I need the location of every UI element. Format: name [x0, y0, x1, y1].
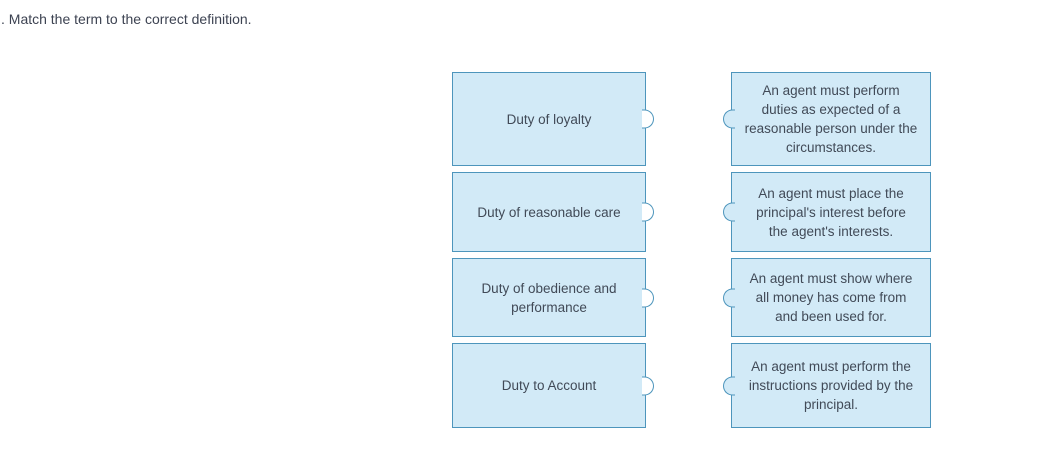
definition-card-1[interactable]: An agent must perform duties as expected…: [723, 72, 931, 166]
term-card-duty-to-account[interactable]: Duty to Account: [452, 343, 654, 428]
match-row: Duty of loyalty An agent must perform du…: [452, 72, 931, 166]
definition-text: An agent must perform duties as expected…: [744, 83, 918, 155]
connector-tab-out-icon: [642, 376, 654, 395]
term-card-duty-of-loyalty[interactable]: Duty of loyalty: [452, 72, 654, 166]
term-label: Duty of obedience and performance: [481, 280, 617, 315]
matching-exercise: Duty of loyalty An agent must perform du…: [452, 72, 931, 428]
term-card-duty-of-obedience-and-performance[interactable]: Duty of obedience and performance: [452, 258, 654, 337]
definition-card-2[interactable]: An agent must place the principal's inte…: [723, 172, 931, 252]
connector-tab-in-icon: [723, 288, 735, 307]
term-label: Duty to Account: [501, 378, 597, 393]
definition-text: An agent must perform the instructions p…: [748, 359, 914, 412]
match-row: Duty of reasonable care An agent must pl…: [452, 172, 931, 252]
term-card-duty-of-reasonable-care[interactable]: Duty of reasonable care: [452, 172, 654, 252]
match-row: Duty of obedience and performance An age…: [452, 258, 931, 337]
connector-tab-out-icon: [642, 109, 654, 129]
question-prompt: . Match the term to the correct definiti…: [1, 11, 252, 27]
definition-card-4[interactable]: An agent must perform the instructions p…: [723, 343, 931, 428]
connector-tab-out-icon: [642, 202, 654, 222]
definition-text: An agent must place the principal's inte…: [756, 185, 906, 239]
connector-tab-in-icon: [723, 202, 735, 222]
term-label: Duty of loyalty: [506, 111, 592, 127]
definition-card-3[interactable]: An agent must show where all money has c…: [723, 258, 931, 337]
term-label: Duty of reasonable care: [477, 204, 621, 220]
connector-tab-in-icon: [723, 376, 735, 395]
definition-text: An agent must show where all money has c…: [749, 271, 913, 324]
connector-tab-out-icon: [642, 288, 654, 307]
match-row: Duty to Account An agent must perform th…: [452, 343, 931, 428]
connector-tab-in-icon: [723, 109, 735, 129]
